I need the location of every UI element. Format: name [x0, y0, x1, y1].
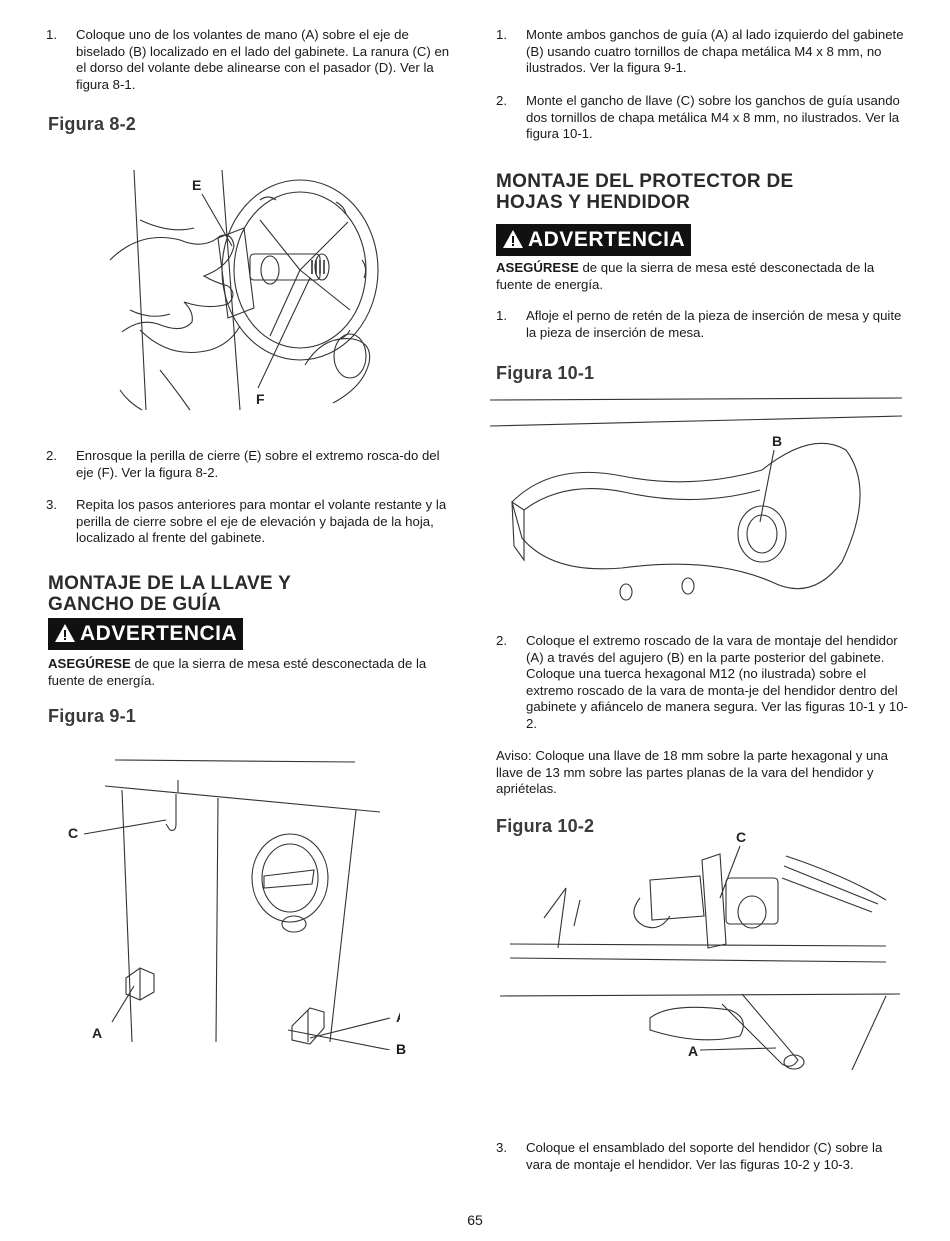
figure-8-2-illustration: E F	[109, 169, 379, 411]
section-title-line: MONTAJE DE LA LLAVE Y	[48, 573, 292, 594]
callout-b-9-1: B	[396, 1041, 407, 1057]
step-text: Coloque uno de los volantes de mano (A) …	[76, 27, 450, 92]
step-number: 2.	[46, 448, 57, 463]
callout-e: E	[192, 177, 201, 193]
warning-badge: ADVERTENCIA	[496, 224, 692, 256]
step-text: Coloque el extremo roscado de la vara de…	[526, 633, 908, 731]
step-number: 3.	[46, 497, 57, 512]
warning-label: ADVERTENCIA	[80, 622, 238, 645]
callout-b: B	[772, 433, 782, 449]
step-number: 3.	[496, 1140, 507, 1155]
warning-rest: de que la sierra de mesa esté desconecta…	[48, 656, 427, 688]
page-number: 65	[467, 1212, 483, 1228]
figure-9-1-illustration: C A A	[68, 759, 400, 1050]
step-text: Coloque el ensamblado del soporte del he…	[526, 1140, 883, 1172]
section-title-line: MONTAJE DEL PROTECTOR DE	[496, 171, 794, 192]
warning-text: ASEGÚRESE de que la sierra de mesa esté …	[496, 260, 908, 293]
step-text: Repita los pasos anteriores para montar …	[76, 497, 447, 546]
figure-10-1-illustration: B	[490, 397, 903, 601]
section-title-line: GANCHO DE GUÍA	[48, 594, 222, 615]
step-text: Enrosque la perilla de cierre (E) sobre …	[76, 448, 440, 480]
warning-bold: ASEGÚRESE	[48, 656, 131, 671]
step-text: Afloje el perno de retén de la pieza de …	[526, 308, 902, 340]
warning-badge: ADVERTENCIA	[48, 618, 244, 650]
callout-a-left: A	[92, 1025, 102, 1041]
warning-text: ASEGÚRESE de que la sierra de mesa esté …	[48, 656, 460, 689]
callout-c: C	[68, 825, 78, 841]
warning-triangle-icon	[55, 624, 75, 642]
warning-label: ADVERTENCIA	[528, 228, 686, 251]
step-number: 1.	[46, 27, 57, 42]
figure-8-2-label: Figura 8-2	[48, 114, 137, 134]
warning-bold: ASEGÚRESE	[496, 260, 579, 275]
callout-c: C	[736, 829, 746, 845]
step-number: 2.	[496, 633, 507, 648]
section-title-line: HOJAS Y HENDIDOR	[496, 192, 691, 213]
figure-10-2-label: Figura 10-2	[496, 816, 595, 836]
section-title-protector: MONTAJE DEL PROTECTOR DE HOJAS Y HENDIDO…	[496, 171, 794, 213]
warning-triangle-icon	[503, 230, 523, 248]
step-number: 1.	[496, 308, 507, 323]
warning-rest: de que la sierra de mesa esté desconecta…	[496, 260, 875, 292]
notice-text: Aviso: Coloque una llave de 18 mm sobre …	[496, 748, 888, 797]
step-text: Monte el gancho de llave (C) sobre los g…	[526, 93, 900, 142]
step-text: Monte ambos ganchos de guía (A) al lado …	[526, 27, 904, 76]
callout-a-right: A	[396, 1009, 400, 1025]
figure-9-1-label: Figura 9-1	[48, 706, 137, 726]
callout-f: F	[256, 391, 265, 407]
figure-10-1-label: Figura 10-1	[496, 363, 595, 383]
figure-10-2-illustration: C A	[500, 829, 900, 1070]
step-number: 1.	[496, 27, 507, 42]
section-title-llave: MONTAJE DE LA LLAVE Y GANCHO DE GUÍA	[48, 573, 291, 615]
callout-a: A	[688, 1043, 698, 1059]
step-number: 2.	[496, 93, 507, 108]
